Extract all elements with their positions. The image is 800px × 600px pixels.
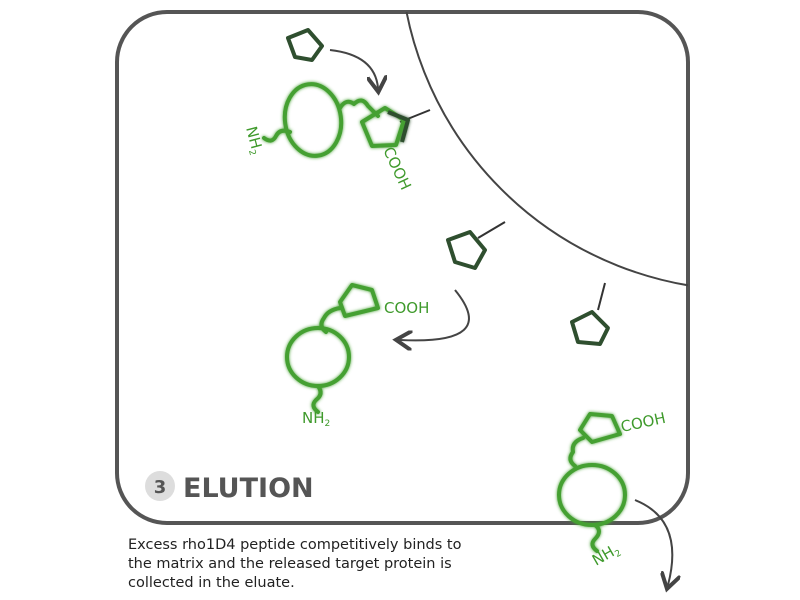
caption-line: Excess rho1D4 peptide competitively bind… — [128, 537, 462, 553]
n-term-label: NH2 — [302, 409, 330, 429]
bound-ligand-2 — [446, 221, 506, 270]
step-number-badge — [145, 471, 175, 501]
elution-arrow — [634, 499, 672, 585]
c-term-label: COOH — [384, 299, 429, 317]
c-term-label: COOH — [619, 409, 667, 436]
n-term-label: NH2 — [240, 124, 267, 156]
step-number: 3 — [154, 477, 167, 498]
bound-ligand-3 — [570, 282, 610, 346]
caption-line: the matrix and the released target prote… — [128, 556, 452, 572]
target-protein-released — [285, 283, 380, 414]
step-title: ELUTION — [183, 473, 314, 504]
matrix-bead — [399, 12, 688, 291]
target-protein-eluted — [557, 412, 627, 553]
release-arrow — [400, 289, 470, 340]
step-frame — [115, 10, 690, 525]
free-peptide — [286, 28, 324, 62]
binding-arrow — [329, 49, 378, 88]
c-term-label: COOH — [379, 144, 414, 193]
target-protein-bound — [262, 82, 410, 158]
caption-line: collected in the eluate. — [128, 575, 295, 591]
